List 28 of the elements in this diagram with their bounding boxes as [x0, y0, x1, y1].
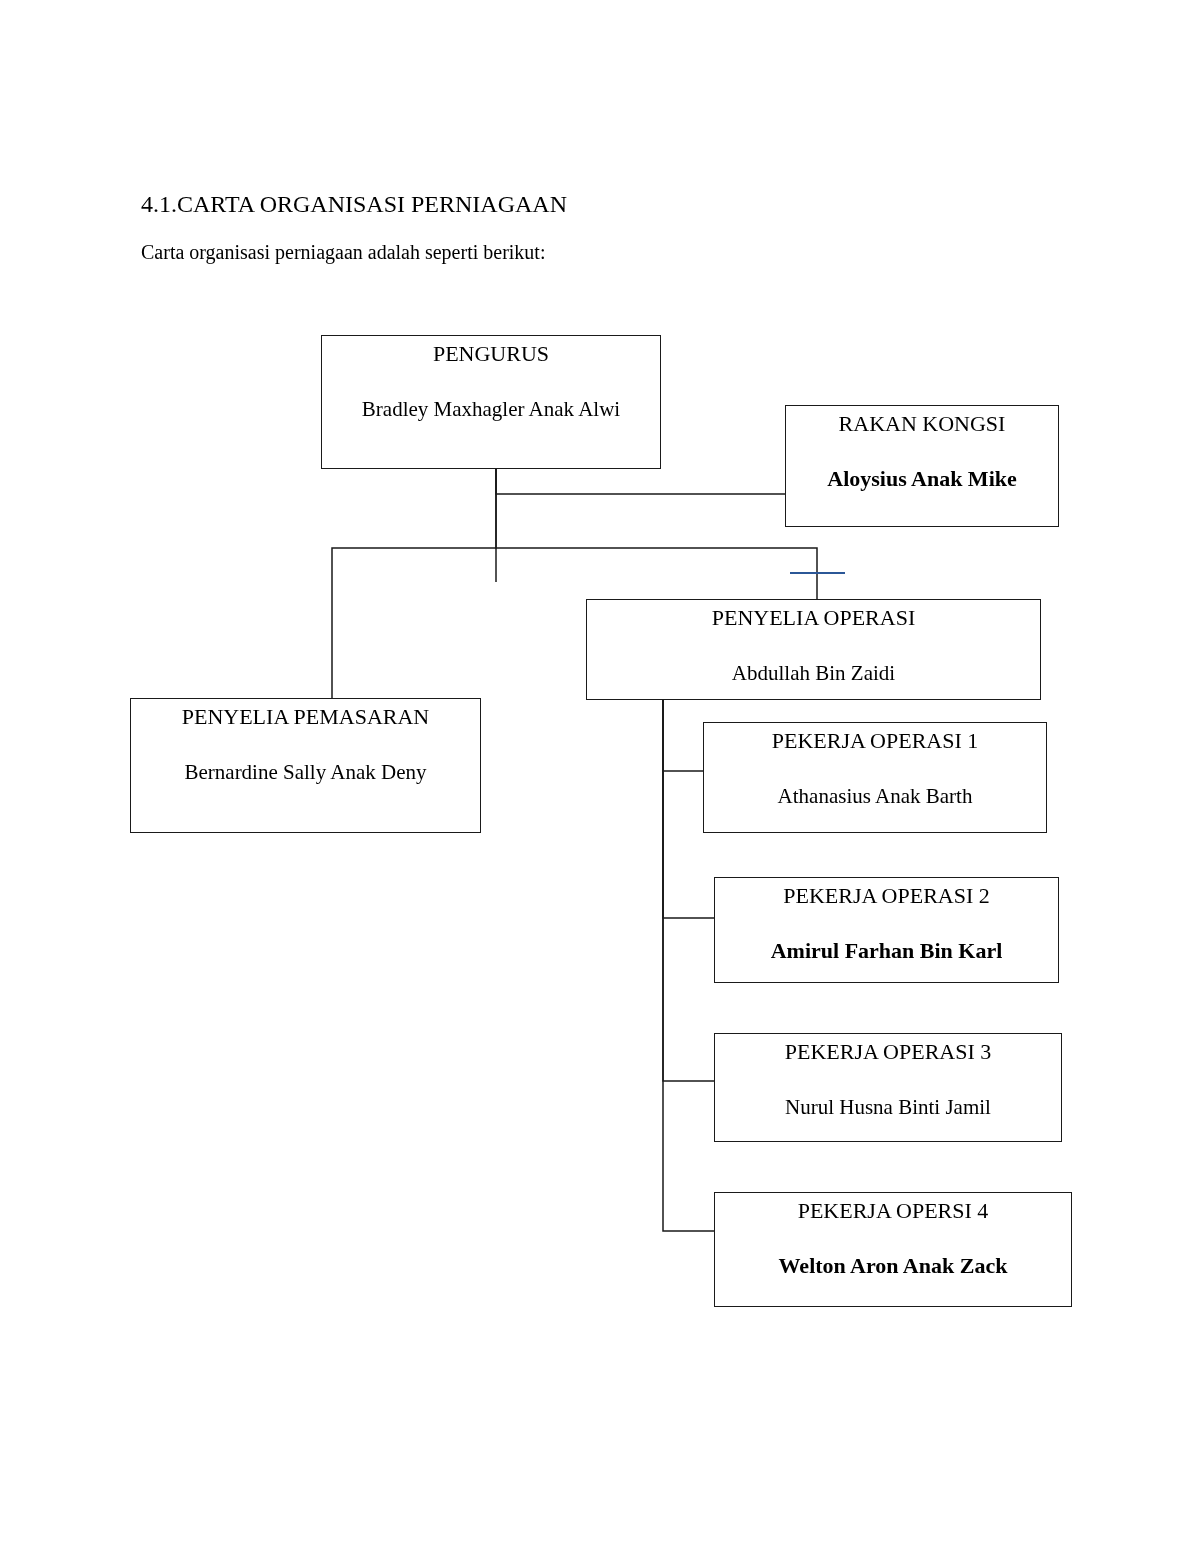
connector-line [495, 468, 818, 600]
org-box [714, 1192, 1072, 1307]
org-box [714, 1033, 1062, 1142]
connector-line [662, 699, 715, 1232]
person-name: Bernardine Sally Anak Deny [184, 760, 427, 784]
role-title: PEKERJA OPERASI 1 [771, 729, 979, 753]
person-name: Nurul Husna Binti Jamil [785, 1095, 991, 1119]
person-name: Aloysius Anak Mike [827, 467, 1017, 491]
person-name: Amirul Farhan Bin Karl [770, 939, 1003, 963]
role-title: PENYELIA OPERASI [711, 606, 916, 630]
role-title: PENGURUS [432, 342, 550, 366]
person-name: Athanasius Anak Barth [777, 784, 973, 808]
org-box [130, 698, 481, 833]
diagram-title: 4.1.CARTA ORGANISASI PERNIAGAAN [141, 190, 567, 218]
person-name: Welton Aron Anak Zack [778, 1254, 1008, 1278]
role-title: PEKERJA OPERSI 4 [797, 1199, 989, 1223]
org-box [785, 405, 1059, 527]
role-title: PEKERJA OPERASI 2 [783, 884, 990, 908]
org-box [703, 722, 1047, 833]
role-title: PENYELIA PEMASARAN [181, 705, 430, 729]
role-title: RAKAN KONGSI [838, 412, 1006, 436]
org-box [714, 877, 1059, 983]
org-box [586, 599, 1041, 700]
person-name: Bradley Maxhagler Anak Alwi [361, 397, 621, 421]
intro-text: Carta organisasi perniagaan adalah seperti berikut: [141, 240, 546, 265]
person-name: Abdullah Bin Zaidi [731, 661, 896, 685]
role-title: PEKERJA OPERASI 3 [784, 1040, 992, 1064]
org-box [321, 335, 661, 469]
